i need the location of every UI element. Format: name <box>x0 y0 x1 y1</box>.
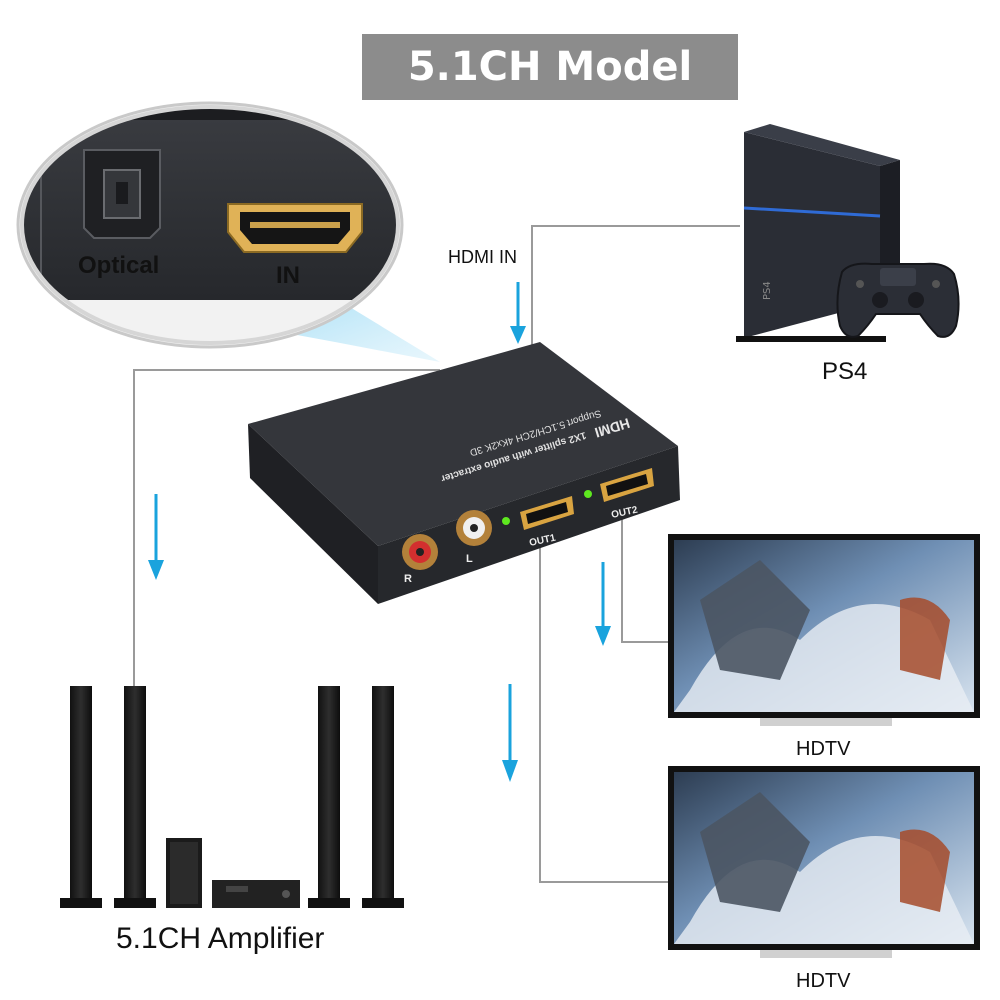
tower-speaker-1 <box>60 686 102 908</box>
callout-in-label: IN <box>276 262 300 289</box>
out1-to-hdtv-line <box>539 540 668 883</box>
arrow-to-hdtv1 <box>595 562 611 646</box>
ps4-controller <box>836 262 960 338</box>
splitter-to-amplifier-line <box>133 369 440 690</box>
svg-text:PS4: PS4 <box>762 281 773 300</box>
hdmi-in-port-icon <box>227 203 363 253</box>
tower-speaker-4 <box>362 686 404 908</box>
callout-zoom <box>16 101 404 349</box>
hdmi-out2-port <box>600 468 654 502</box>
callout-optical-label: Optical <box>78 252 160 279</box>
hdmi-out1-port <box>520 496 574 530</box>
led-out1 <box>502 517 510 525</box>
hdtv-2-label: HDTV <box>796 970 851 992</box>
hdtv-1 <box>668 534 980 726</box>
rca-right-jack <box>402 534 438 570</box>
connection-lines <box>133 225 740 883</box>
subwoofer <box>166 838 202 908</box>
diagram-title: 5.1CH Model <box>362 34 738 100</box>
arrow-hdmi-in <box>510 282 526 344</box>
led-out2 <box>584 490 592 498</box>
arrow-to-amplifier <box>148 494 164 580</box>
ps4-to-splitter-line <box>531 225 740 355</box>
tower-speaker-2 <box>114 686 156 908</box>
arrow-to-hdtv2 <box>502 684 518 782</box>
amplifier-unit <box>212 880 300 908</box>
out2-to-hdtv-line <box>621 508 668 643</box>
port-label-r: R <box>404 573 412 585</box>
rca-left-jack <box>456 510 492 546</box>
optical-port-icon <box>83 149 161 239</box>
hdtv-1-label: HDTV <box>796 738 851 760</box>
signal-arrows <box>148 282 611 782</box>
speaker-system <box>60 686 404 908</box>
amplifier-label: 5.1CH Amplifier <box>116 922 325 955</box>
hdmi-in-label: HDMI IN <box>448 247 517 267</box>
hdtv-2 <box>668 766 980 958</box>
ps4-label: PS4 <box>822 358 868 385</box>
splitter-device: HDMI 1X2 splitter with audio extracter S… <box>248 342 680 604</box>
tower-speaker-3 <box>308 686 350 908</box>
port-label-l: L <box>466 553 473 565</box>
